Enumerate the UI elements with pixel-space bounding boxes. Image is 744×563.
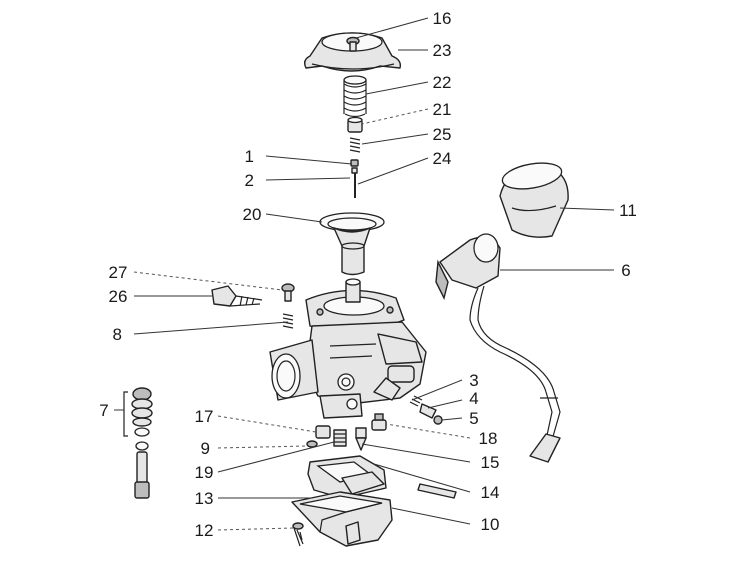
part-drain-screw bbox=[292, 522, 304, 547]
callout-9: 9 bbox=[201, 439, 210, 458]
part-main-jet bbox=[333, 429, 347, 447]
part-cover-screw bbox=[346, 36, 360, 52]
part-small-jet bbox=[315, 425, 331, 439]
part-large-spring bbox=[343, 75, 367, 118]
part-float-pin bbox=[417, 483, 457, 499]
callout-22: 22 bbox=[433, 73, 452, 92]
callout-20: 20 bbox=[243, 205, 262, 224]
part-top-cover bbox=[303, 32, 402, 72]
part-diaphragm-piston bbox=[319, 212, 385, 276]
part-carburettor-body bbox=[269, 278, 427, 419]
part-float-bowl bbox=[291, 491, 393, 547]
leader-lines bbox=[114, 17, 615, 531]
callout-16: 16 bbox=[433, 9, 452, 28]
callout-24: 24 bbox=[433, 149, 452, 168]
part-small-screw bbox=[281, 283, 295, 302]
callout-11: 11 bbox=[619, 201, 637, 220]
callout-7: 7 bbox=[99, 401, 108, 420]
callout-4: 4 bbox=[469, 389, 478, 408]
part-seal-stack bbox=[123, 387, 153, 499]
callout-26: 26 bbox=[109, 287, 128, 306]
callout-10: 10 bbox=[481, 515, 500, 534]
part-jet-nozzle bbox=[371, 413, 387, 431]
part-body-spring bbox=[282, 313, 294, 329]
part-small-spring bbox=[349, 137, 361, 153]
part-float bbox=[307, 455, 387, 499]
callout-8: 8 bbox=[113, 325, 122, 344]
part-idle-screw bbox=[211, 285, 263, 307]
part-auto-choke bbox=[435, 233, 561, 463]
callout-25: 25 bbox=[433, 125, 452, 144]
part-rubber-boot bbox=[499, 162, 569, 238]
callout-3: 3 bbox=[469, 371, 478, 390]
callout-2: 2 bbox=[245, 171, 254, 190]
part-jet-needle bbox=[350, 159, 359, 198]
callout-12: 12 bbox=[195, 521, 214, 540]
callout-27: 27 bbox=[109, 263, 128, 282]
callout-19: 19 bbox=[195, 463, 214, 482]
callout-13: 13 bbox=[195, 489, 214, 508]
part-spring-seat bbox=[347, 116, 363, 133]
part-small-nut bbox=[306, 440, 318, 448]
callout-5: 5 bbox=[469, 409, 478, 428]
part-needle-valve bbox=[355, 427, 367, 451]
callout-21: 21 bbox=[433, 100, 452, 119]
callout-14: 14 bbox=[481, 483, 500, 502]
callout-labels: 1 2 3 4 5 6 7 8 9 10 11 12 13 14 15 16 1… bbox=[99, 9, 637, 540]
part-mixture-screw bbox=[409, 395, 443, 425]
callout-15: 15 bbox=[481, 453, 500, 472]
callout-6: 6 bbox=[621, 261, 630, 280]
callout-1: 1 bbox=[245, 147, 254, 166]
callout-17: 17 bbox=[195, 407, 214, 426]
callout-18: 18 bbox=[479, 429, 498, 448]
callout-23: 23 bbox=[433, 41, 452, 60]
